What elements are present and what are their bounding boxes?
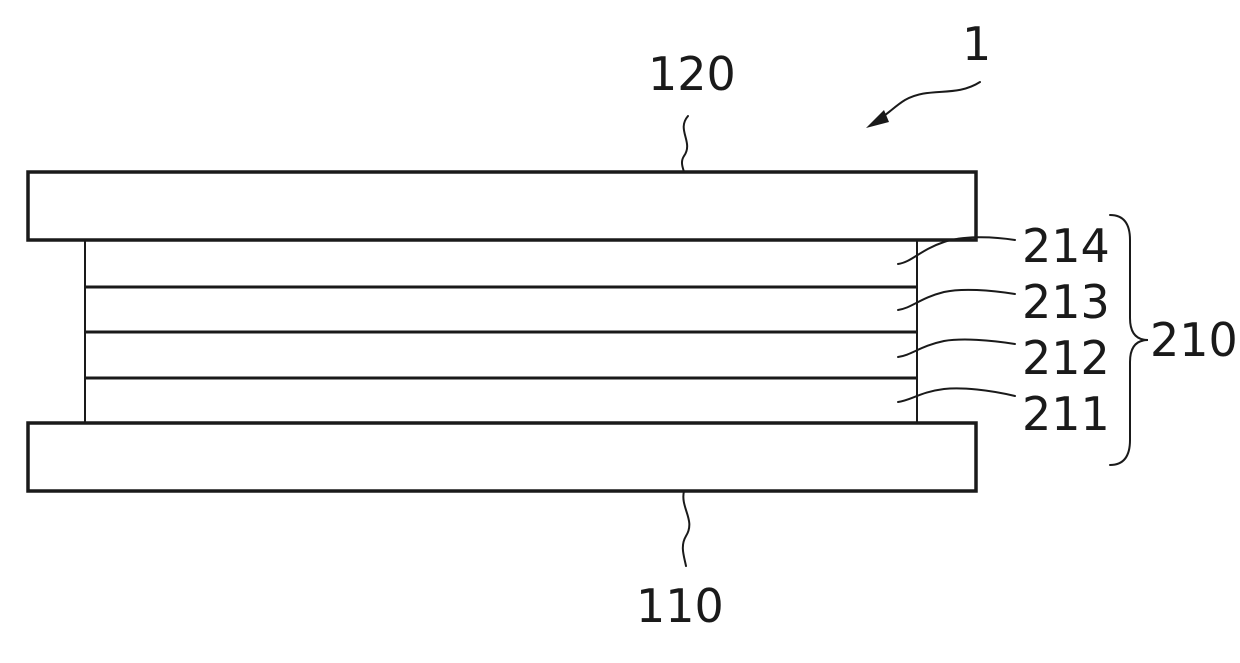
leader-top-plate	[682, 116, 688, 172]
label-layer-214: 214	[1022, 219, 1110, 273]
leader-device	[878, 82, 980, 120]
label-layer-212: 212	[1022, 331, 1110, 385]
leader-bottom-plate	[683, 491, 690, 566]
top-plate	[28, 172, 976, 240]
curly-brace-icon	[1110, 215, 1148, 465]
label-bottom-plate: 110	[636, 579, 724, 633]
arrowhead-icon	[866, 110, 889, 128]
label-stack: 210	[1150, 313, 1238, 367]
label-device: 1	[962, 17, 991, 71]
label-layer-213: 213	[1022, 275, 1110, 329]
label-top-plate: 120	[648, 47, 736, 101]
label-layer-211: 211	[1022, 387, 1110, 441]
bottom-plate	[28, 423, 976, 491]
